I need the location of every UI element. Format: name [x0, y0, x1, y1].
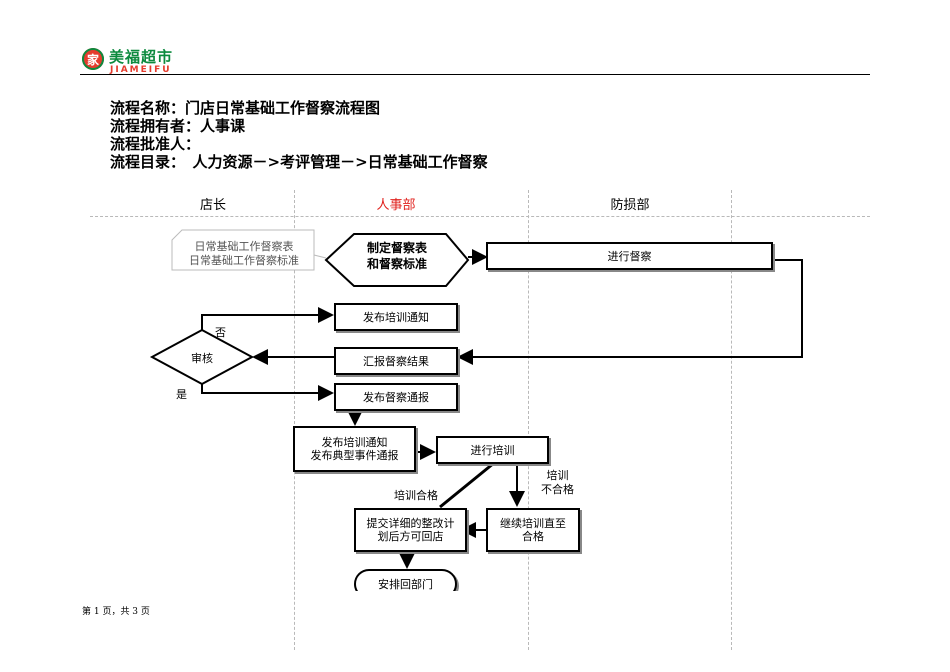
node-make-form-line-1: 制定督察表 [366, 241, 427, 255]
process-name: 流程名称：门店日常基础工作督察流程图 [110, 99, 381, 117]
edge-label-no: 否 [215, 326, 226, 339]
node-notice-typical-line-1: 发布培训通知 [321, 436, 388, 449]
edge-label-fail: 培训 不合格 [541, 469, 574, 497]
logo-icon: 家 [82, 48, 104, 70]
node-arrange-return: 安排回部门 [354, 569, 457, 591]
node-make-form: 制定督察表 和督察标准 [340, 240, 454, 272]
note-line-2: 日常基础工作督察标准 [189, 254, 299, 267]
process-approver: 流程批准人： [110, 135, 201, 153]
node-rectification: 提交详细的整改计 划后方可回店 [354, 508, 467, 552]
node-arrange-return-clip: 安排回部门 [354, 569, 459, 591]
process-catalog: 流程目录： 人力资源－>考评管理－>日常基础工作督察 [110, 153, 488, 171]
node-training-notice-label: 发布培训通知 [363, 310, 429, 324]
node-inspect-label: 进行督察 [607, 249, 652, 263]
node-training-label: 进行培训 [470, 443, 515, 457]
node-training-notice: 发布培训通知 [334, 303, 458, 331]
node-notice-typical-line-2: 发布典型事件通报 [310, 449, 399, 462]
node-report-results: 汇报督察结果 [334, 347, 458, 375]
lane-separator-2 [528, 190, 529, 650]
node-inspection-bulletin-label: 发布督察通报 [363, 390, 429, 404]
logo-name-en: JIAMEIFU [110, 65, 172, 75]
node-continue-training-line-2: 合格 [522, 530, 544, 543]
arrow-training-pass [439, 461, 495, 509]
document-note-shape [171, 229, 315, 271]
edge-label-fail-line-1: 培训 [546, 469, 569, 482]
node-rectification-line-1: 提交详细的整改计 [366, 517, 455, 530]
document-note: 日常基础工作督察表 日常基础工作督察标准 [174, 240, 314, 268]
lane-header-hr: 人事部 [376, 198, 416, 213]
node-make-form-line-2: 和督察标准 [366, 257, 427, 271]
edge-label-fail-line-2: 不合格 [541, 483, 574, 496]
edge-label-pass: 培训合格 [394, 489, 438, 502]
edge-label-yes: 是 [176, 388, 187, 401]
node-continue-training-line-1: 继续培训直至 [500, 517, 566, 530]
lane-separator-1 [294, 190, 295, 650]
logo-name-cn: 美福超市 [109, 48, 174, 66]
node-notice-typical: 发布培训通知 发布典型事件通报 [293, 426, 416, 472]
arrow-review-no [201, 307, 334, 330]
page-footer: 第 1 页，共 3 页 [82, 607, 150, 617]
arrow-inspect-to-report [457, 259, 803, 365]
lane-header-loss-prevention: 防损部 [610, 198, 650, 213]
node-report-results-label: 汇报督察结果 [363, 354, 429, 368]
node-training: 进行培训 [436, 436, 549, 464]
lane-header-divider [90, 216, 870, 217]
node-review-label: 审核 [191, 352, 213, 365]
note-leader-line [313, 254, 327, 259]
arrow-review-yes [201, 384, 334, 401]
note-line-1: 日常基础工作督察表 [194, 240, 294, 253]
process-owner: 流程拥有者：人事课 [110, 117, 246, 135]
header-divider [80, 74, 870, 75]
node-arrange-return-label: 安排回部门 [378, 578, 433, 591]
lane-header-store-manager: 店长 [199, 198, 226, 213]
node-rectification-line-2: 划后方可回店 [377, 530, 444, 543]
make-form-hexagon [324, 233, 470, 287]
node-continue-training: 继续培训直至 合格 [486, 508, 580, 552]
lane-separator-3 [731, 190, 732, 650]
node-inspect: 进行督察 [486, 242, 773, 270]
node-inspection-bulletin: 发布督察通报 [334, 383, 458, 411]
